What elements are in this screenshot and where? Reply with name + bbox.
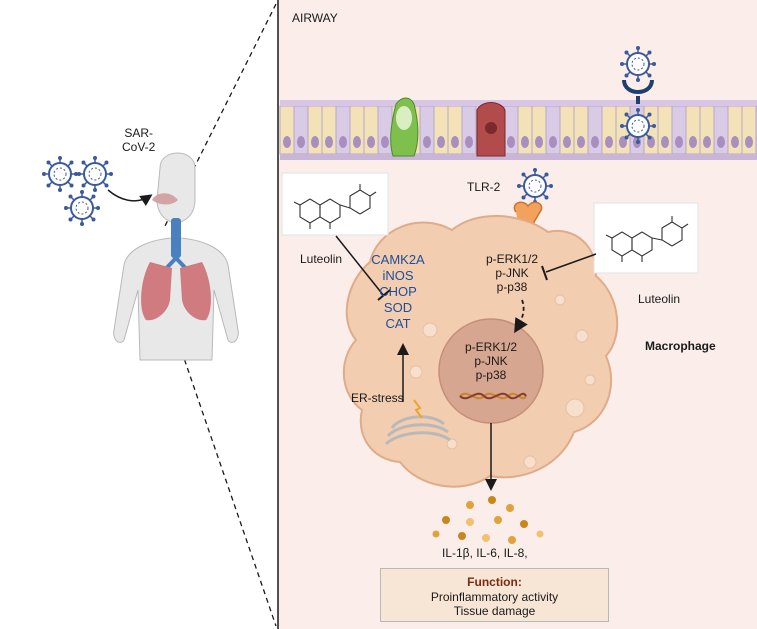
cell-nucleus (367, 136, 375, 148)
cell-nucleus (591, 136, 599, 148)
function-line-1: Proinflammatory activity (430, 590, 559, 604)
dna-icon (459, 392, 527, 400)
inhibition-line-left (335, 235, 385, 297)
kinase-p38: p-p38 (496, 280, 528, 294)
human-body-icon (113, 152, 239, 361)
marker-sod: SOD (383, 300, 413, 315)
cell-nucleus (675, 136, 683, 148)
virus-label-left: SAR- CoV-2 (122, 126, 156, 154)
virus-icon-left-2 (76, 155, 114, 193)
inhibition-line-right (545, 253, 597, 273)
cell-nucleus (535, 136, 543, 148)
cell-nucleus (339, 136, 347, 148)
function-box: Function: Proinflammatory activity Tissu… (380, 568, 609, 622)
cytoplasm-kinase-list: p-ERK1/2 p-JNK p-p38 (474, 252, 550, 294)
macrophage-vesicles (409, 294, 596, 469)
cell-nucleus (423, 136, 431, 148)
marker-camk2a: CAMK2A (371, 252, 425, 267)
cell-nucleus (661, 136, 669, 148)
luteolin-label-right: Luteolin (638, 292, 681, 306)
macrophage-label: Macrophage (645, 339, 716, 353)
cell-nucleus (353, 136, 361, 148)
virus-icon-tlr2 (516, 167, 554, 205)
stress-bolt-icon (413, 399, 423, 419)
receptor-cup-icon (622, 79, 654, 94)
cell-nucleus (521, 136, 529, 148)
cytokine-dots (432, 496, 544, 544)
nuclear-kinase-erk: p-ERK1/2 (464, 340, 518, 354)
cell-nucleus (745, 136, 753, 148)
airway-label: AIRWAY (292, 11, 338, 25)
luteolin-label-left: Luteolin (300, 252, 343, 266)
cell-nucleus (311, 136, 319, 148)
cell-nucleus (605, 136, 613, 148)
cell-nucleus (703, 136, 711, 148)
cell-nucleus (507, 136, 515, 148)
damaged-cell (476, 102, 506, 157)
cell-nucleus (381, 136, 389, 148)
marker-inos: iNOS (382, 268, 414, 283)
cell-nucleus (283, 136, 291, 148)
inhalation-arrow (107, 189, 153, 206)
cell-nucleus (619, 136, 627, 148)
nuclear-kinase-jnk: p-JNK (474, 354, 508, 368)
cell-nucleus (731, 136, 739, 148)
nuclear-kinase-p38: p-p38 (475, 368, 507, 382)
cell-nucleus (577, 136, 585, 148)
cell-nucleus (451, 136, 459, 148)
cell-nucleus (717, 136, 725, 148)
function-line-2: Tissue damage (453, 604, 536, 618)
cell-nucleus (297, 136, 305, 148)
cell-nucleus (437, 136, 445, 148)
marker-cat: CAT (385, 316, 411, 331)
marker-list: CAMK2A iNOS CHOP SOD CAT (364, 252, 432, 332)
marker-chop: CHOP (379, 284, 417, 299)
cell-nucleus (465, 136, 473, 148)
kinase-erk: p-ERK1/2 (485, 252, 539, 266)
cell-nucleus (325, 136, 333, 148)
translocation-arrow (514, 299, 528, 334)
cell-nucleus (689, 136, 697, 148)
cytokines-label: IL-1β, IL-6, IL-8, (442, 546, 528, 560)
luteolin-structure-right (593, 202, 699, 274)
er-stress-label: ER-stress (351, 391, 404, 405)
cell-nucleus (549, 136, 557, 148)
kinase-jnk: p-JNK (495, 266, 529, 280)
endoplasmic-reticulum-icon (384, 415, 451, 446)
virus-icon-top (619, 45, 657, 83)
goblet-cell (390, 97, 419, 157)
airway-epithelium (279, 97, 757, 160)
virus-icon-left-1 (41, 155, 79, 193)
nuclear-kinase-list: p-ERK1/2 p-JNK p-p38 (452, 340, 530, 382)
virus-icon-bound (619, 107, 657, 145)
cell-nucleus (563, 136, 571, 148)
virus-icon-left-3 (63, 189, 101, 227)
tlr2-label: TLR-2 (467, 180, 501, 194)
function-title: Function: (467, 575, 522, 589)
luteolin-structure-left (281, 172, 389, 236)
